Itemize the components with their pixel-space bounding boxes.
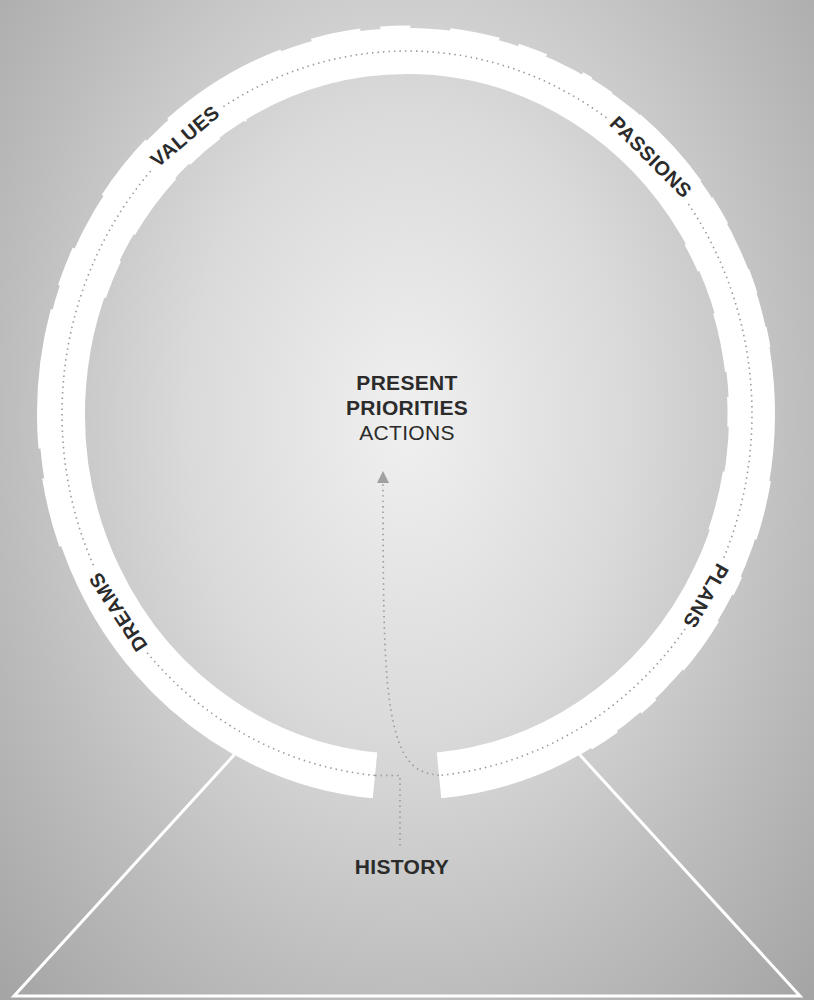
center-label: HISTORY — [355, 855, 449, 879]
center-label: ACTIONS — [359, 421, 454, 445]
arrowhead — [377, 471, 389, 483]
brush-edge — [591, 481, 769, 748]
center-label: PRIORITIES — [346, 396, 468, 420]
dotted-track — [62, 51, 752, 775]
brush-edge — [686, 244, 729, 530]
ring-band — [62, 51, 752, 775]
center-label: PRESENT — [356, 371, 457, 395]
brush-edge — [39, 51, 281, 546]
trapezoid-outline — [14, 755, 800, 996]
brush-edge — [311, 27, 591, 79]
brush-edge — [591, 81, 769, 348]
history-dotted-line — [375, 775, 400, 846]
dotted-arrow — [383, 482, 439, 775]
